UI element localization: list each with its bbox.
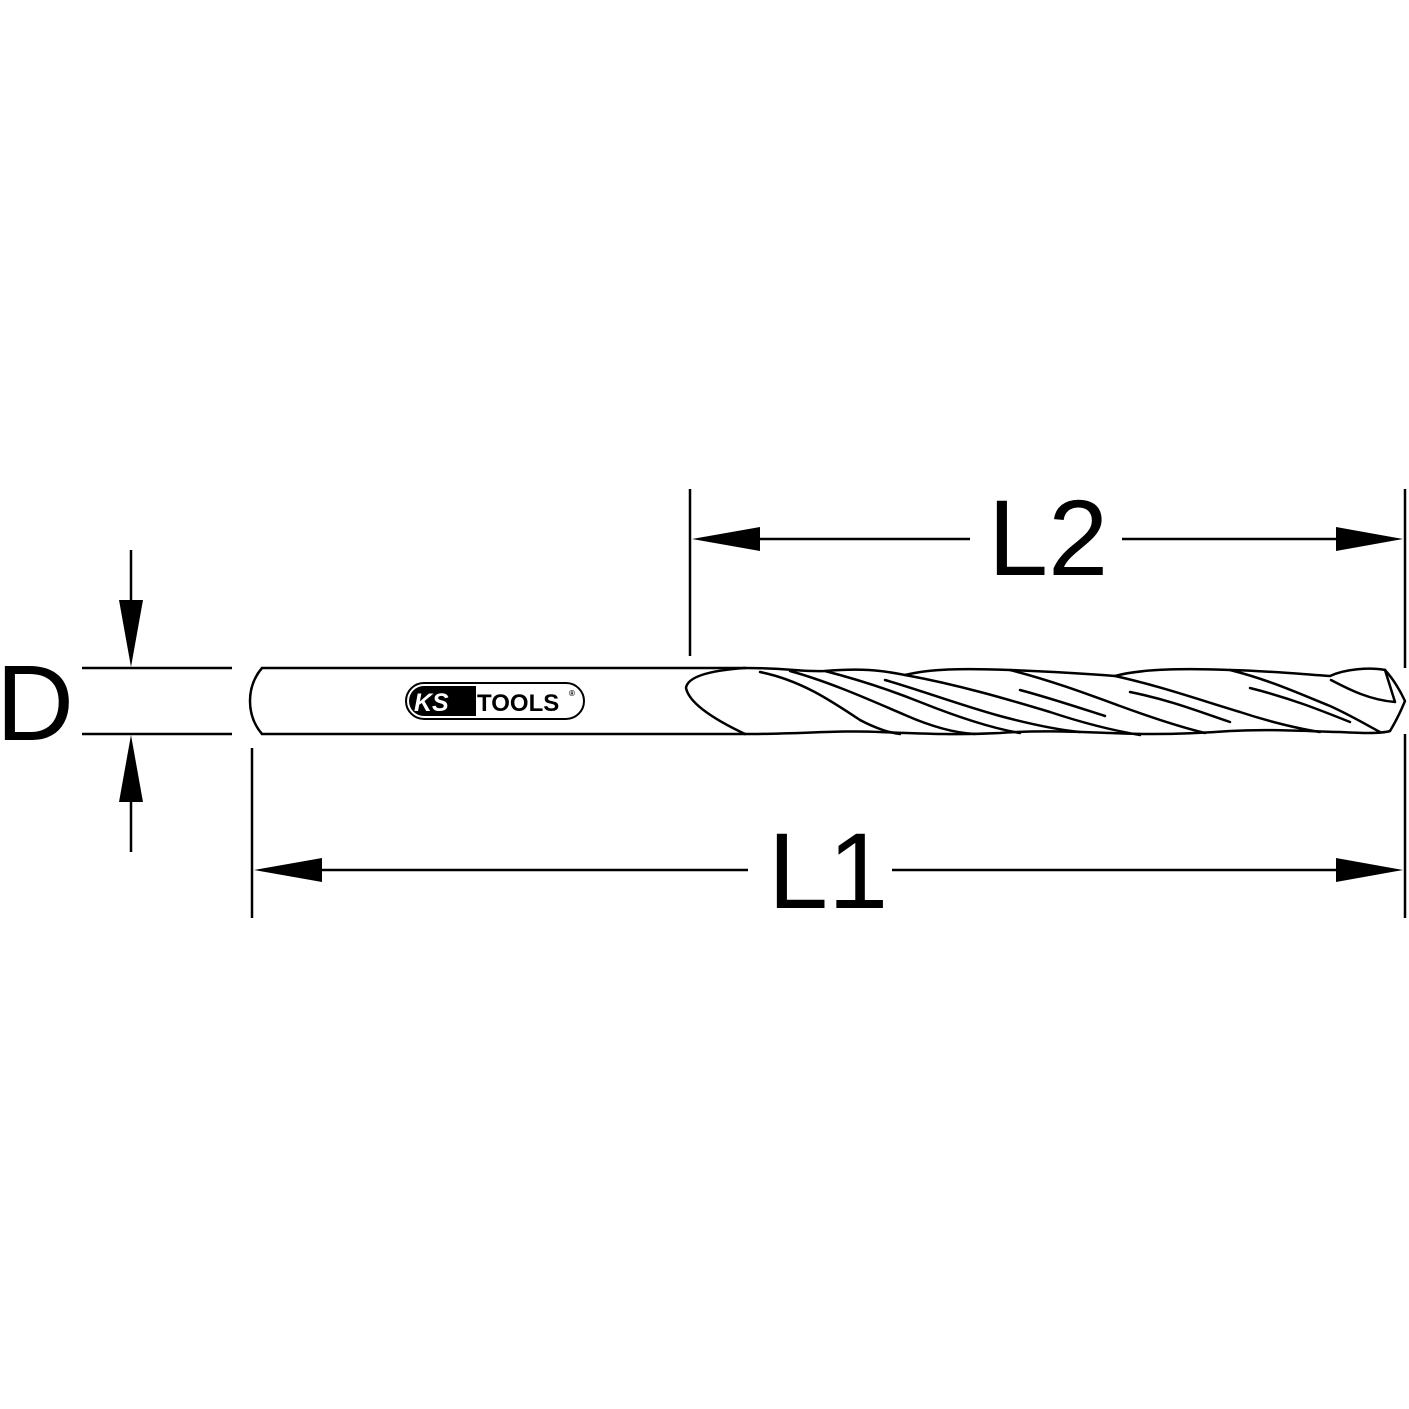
total-length-dimension — [250, 734, 1407, 918]
logo-tools-text: TOOLS — [477, 690, 559, 717]
drill-helix-6 — [1008, 668, 1207, 735]
drill-helix-9 — [1248, 686, 1352, 724]
drill-helix-2 — [788, 669, 977, 736]
drill-flute-top-edge — [743, 666, 1387, 678]
drill-point-lip — [1329, 668, 1397, 704]
drill-flute-start — [684, 666, 747, 736]
flute-length-arrowhead-left — [692, 527, 760, 551]
drill-helix-10 — [1128, 690, 1232, 724]
flute-length-label: L2 — [988, 477, 1108, 598]
drill-flute-bottom-edge — [743, 728, 1392, 736]
drill-helix-4 — [883, 678, 1082, 734]
drill-bit — [248, 666, 1407, 737]
diameter-arrowhead-down — [119, 600, 143, 667]
logo-ks-text: KS — [414, 689, 449, 717]
diameter-dimension — [82, 550, 232, 852]
total-length-arrowhead-right — [1336, 858, 1403, 882]
logo-ks-badge — [409, 686, 476, 716]
drill-helix-3 — [823, 669, 1022, 735]
drill-helix-1 — [758, 670, 902, 736]
diameter-label: D — [0, 642, 74, 763]
drill-helix-7 — [1113, 674, 1322, 734]
flute-length-arrowhead-right — [1336, 527, 1403, 551]
ks-tools-logo: KS TOOLS ® — [405, 682, 585, 720]
drill-shank — [248, 666, 747, 736]
drill-point — [1383, 668, 1407, 733]
drill-helix-5 — [903, 673, 1142, 737]
drill-helix-8 — [1228, 668, 1382, 734]
diameter-arrowhead-up — [119, 735, 143, 802]
drill-helix-11 — [1018, 688, 1107, 718]
total-length-arrowhead-left — [254, 858, 322, 882]
logo-registered-mark: ® — [569, 689, 575, 698]
total-length-label: L1 — [768, 810, 888, 931]
